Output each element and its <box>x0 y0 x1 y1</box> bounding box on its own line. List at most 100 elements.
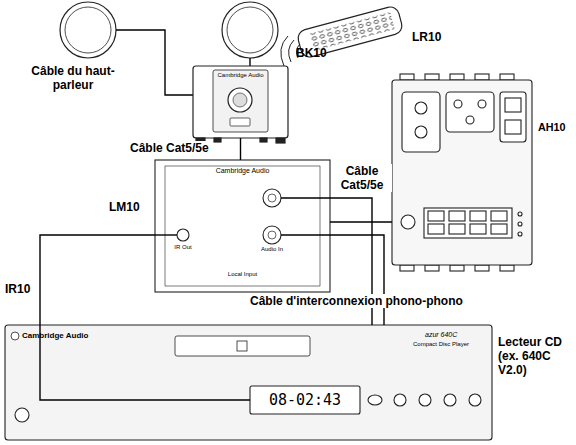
cable-label: Câble Cat5/5e <box>128 141 211 155</box>
cable-label: Câble du haut-parleur <box>30 64 116 92</box>
bk10-unit <box>233 93 247 107</box>
cable-label: Câble d'interconnexion phono-phono <box>248 294 465 308</box>
cd-player <box>368 395 382 405</box>
internal-wire <box>155 198 330 235</box>
cable-label: Câble Cat5/5e <box>332 164 392 192</box>
ah10-unit <box>518 232 522 236</box>
ah10-unit <box>425 265 439 271</box>
ah10-unit <box>478 100 486 108</box>
ah10-unit <box>424 208 512 238</box>
internal-wire <box>281 197 330 198</box>
model-name: azur 640C <box>425 331 457 339</box>
device-name: LM10 <box>109 200 151 214</box>
lm10-wall-plate <box>263 226 281 244</box>
cd-player <box>419 394 431 406</box>
device-name: BK10 <box>296 46 340 60</box>
cd-player <box>237 341 247 351</box>
bk10-unit <box>276 138 285 143</box>
ah10-unit <box>500 265 514 271</box>
ah10-unit <box>500 92 526 142</box>
ah10-unit <box>392 80 532 265</box>
ah10-unit <box>446 92 494 132</box>
ah10-unit <box>500 74 514 80</box>
ah10-unit <box>401 215 415 229</box>
infrared-waves <box>281 36 288 66</box>
bk10-unit <box>230 118 250 126</box>
ah10-unit <box>425 74 439 80</box>
cd-player <box>469 394 481 406</box>
lm10-wall-plate <box>268 231 276 239</box>
lm10-wall-plate <box>268 194 276 202</box>
display-readout: 08-02:43 <box>250 389 360 411</box>
ah10-unit <box>450 74 464 80</box>
device-name: LR10 <box>412 30 456 44</box>
cd-player <box>15 408 29 422</box>
internal-wire <box>155 234 177 235</box>
cd-player <box>5 325 492 440</box>
bk10-unit <box>213 70 268 132</box>
speaker <box>222 2 278 58</box>
ah10-unit <box>518 212 522 216</box>
ah10-unit <box>449 211 465 221</box>
ah10-unit <box>428 224 444 234</box>
bk10-unit <box>260 138 267 142</box>
lm10-wall-plate <box>155 160 330 292</box>
ah10-unit <box>449 224 465 234</box>
cable-line <box>40 235 155 325</box>
model-description: Compact Disc Player <box>413 341 469 348</box>
device-name: Lecteur CD (ex. 640C V2.0) <box>498 335 574 377</box>
ah10-unit <box>402 92 440 152</box>
ah10-unit <box>415 102 427 114</box>
ah10-unit <box>475 74 489 80</box>
cd-player <box>444 394 456 406</box>
cable-label: IR10 <box>3 282 32 296</box>
ah10-unit <box>415 126 427 138</box>
lm10-wall-plate <box>177 229 189 241</box>
speaker <box>60 2 278 58</box>
ah10-unit <box>491 224 507 234</box>
bk10-unit <box>228 88 252 112</box>
ah10-unit <box>400 265 414 271</box>
cd-player <box>11 332 19 340</box>
cd-player <box>250 386 360 414</box>
speaker-wire <box>249 58 250 66</box>
cable-line <box>330 235 384 325</box>
cable-line <box>330 221 392 222</box>
ah10-unit <box>491 211 507 221</box>
device-name: AH10 <box>538 120 576 134</box>
ah10-unit <box>470 224 486 234</box>
bk10-unit <box>193 66 288 138</box>
lm10-wall-plate <box>263 189 281 207</box>
ah10-unit <box>505 120 521 134</box>
cd-player <box>5 325 492 440</box>
brand-mark: Cambridge Audio <box>195 167 290 175</box>
panel-label: Local Input <box>205 271 280 278</box>
cable <box>330 222 392 223</box>
ah10-unit <box>450 265 464 271</box>
socket-label: Audio In <box>250 246 294 253</box>
hub-unit: AH10 <box>392 80 532 265</box>
bk10-unit <box>193 66 288 143</box>
cable <box>240 138 241 160</box>
brand-mark: Cambridge Audio <box>22 331 88 340</box>
internal-wire <box>281 234 330 235</box>
ah10-unit <box>470 211 486 221</box>
speaker <box>60 2 116 58</box>
ah10-unit <box>466 116 474 124</box>
cable <box>40 235 155 325</box>
lm10-wall-plate <box>165 166 320 286</box>
remote-unit: LR10 <box>296 4 404 60</box>
speaker <box>65 7 111 53</box>
bk10-unit <box>214 138 221 142</box>
ah10-unit <box>505 98 521 112</box>
ah10-unit <box>428 211 444 221</box>
remote-control <box>309 12 395 51</box>
cd-player <box>175 336 310 356</box>
ah10-unit <box>400 74 414 80</box>
ah10-unit <box>392 74 532 271</box>
cd-player <box>394 394 406 406</box>
cable-line <box>240 138 241 160</box>
lm10-wall-plate <box>155 160 330 292</box>
